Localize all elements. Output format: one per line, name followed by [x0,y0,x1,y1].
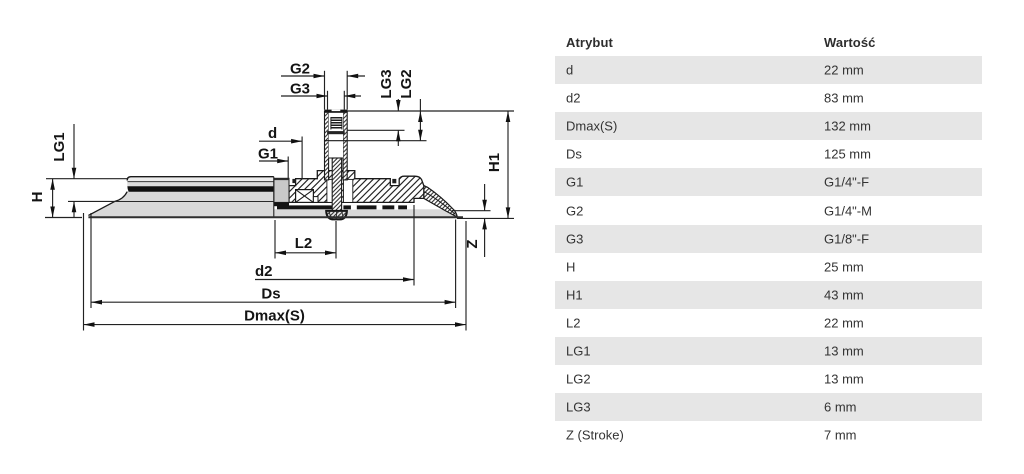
dim-label-z: Z [464,239,481,248]
dim-label-ds: Ds [261,286,280,303]
sealing-lip-section [423,184,459,219]
table-header-row: Atrybut Wartość [555,30,982,56]
attr-cell: G2 [566,203,584,219]
value-cell: 132 mm [824,118,871,134]
table-row: Z (Stroke) 7 mm [555,421,982,449]
dim-label-g2: G2 [290,61,310,78]
value-cell: 13 mm [824,371,864,387]
dim-label-h1: H1 [486,153,503,172]
table-row: G3 G1/8"-F [555,224,982,253]
attr-cell: LG1 [566,343,591,359]
table-header-value: Wartość [824,35,876,50]
cup-section-view [269,169,459,219]
table-row: G2 G1/4"-M [555,196,982,224]
dim-label-l2: L2 [295,235,313,252]
attr-cell: LG3 [566,399,591,415]
table-row: H 25 mm [555,253,982,281]
attr-cell: LG2 [566,371,591,387]
dim-label-g3: G3 [290,81,310,98]
attr-cell: H1 [566,287,583,303]
value-cell: 83 mm [824,90,864,106]
dim-label-lg1: LG1 [51,132,68,161]
table-row: H1 43 mm [555,280,982,309]
section-boundary-block [273,177,290,207]
value-cell: 25 mm [824,259,864,275]
table-row: LG2 13 mm [555,365,982,393]
value-cell: 22 mm [824,315,864,331]
attr-cell: H [566,259,576,275]
value-cell: G1/4"-M [824,203,872,219]
dim-label-h: H [29,192,46,203]
attr-cell: G1 [566,174,584,190]
dim-label-d2: d2 [255,263,273,280]
dim-label-lg3: LG3 [378,69,395,98]
value-cell: 7 mm [824,427,857,443]
attr-cell: d2 [566,90,581,106]
value-cell: 22 mm [824,62,864,78]
value-cell: 13 mm [824,343,864,359]
attr-cell: Ds [566,146,582,162]
cup-side-view [88,176,274,217]
internal-thread-marks [330,117,343,130]
suction-cup-technical-drawing: G2 G3 d G1 LG1 H LG3 LG2 H1 Z L2 d2 Ds D… [29,61,514,331]
seal-cross-square [295,189,319,204]
attr-cell: Z (Stroke) [566,427,624,443]
value-cell: G1/8"-F [824,231,870,247]
dim-label-dmax: Dmax(S) [244,308,305,325]
attr-cell: G3 [566,231,584,247]
table-row: d2 83 mm [555,84,982,112]
dimension-labels: G2 G3 d G1 LG1 H LG3 LG2 H1 Z L2 d2 Ds D… [29,61,503,325]
value-cell: 125 mm [824,146,871,162]
dim-label-g1: G1 [258,146,278,163]
attribute-table: Atrybut Wartość d 22 mm d2 83 mm Dmax(S)… [555,30,982,449]
dimension-arrowheads [50,73,511,327]
table-row: d 22 mm [555,56,982,85]
attr-cell: Dmax(S) [566,118,618,134]
table-row: Ds 125 mm [555,140,982,168]
table-row: G1 G1/4"-F [555,168,982,197]
value-cell: 6 mm [824,399,857,415]
table-row: LG1 13 mm [555,336,982,366]
table-row: L2 22 mm [555,309,982,337]
value-cell: 43 mm [824,287,864,303]
table-body: d 22 mm d2 83 mm Dmax(S) 132 mm Ds 125 m… [555,56,982,449]
attr-cell: L2 [566,315,581,331]
table-row: Dmax(S) 132 mm [555,112,982,141]
attr-cell: d [566,62,574,78]
table-header-attribute: Atrybut [566,35,613,50]
dim-label-lg2: LG2 [398,69,415,98]
dim-label-d: d [268,125,277,142]
value-cell: G1/4"-F [824,174,870,190]
table-row: LG3 6 mm [555,393,982,422]
